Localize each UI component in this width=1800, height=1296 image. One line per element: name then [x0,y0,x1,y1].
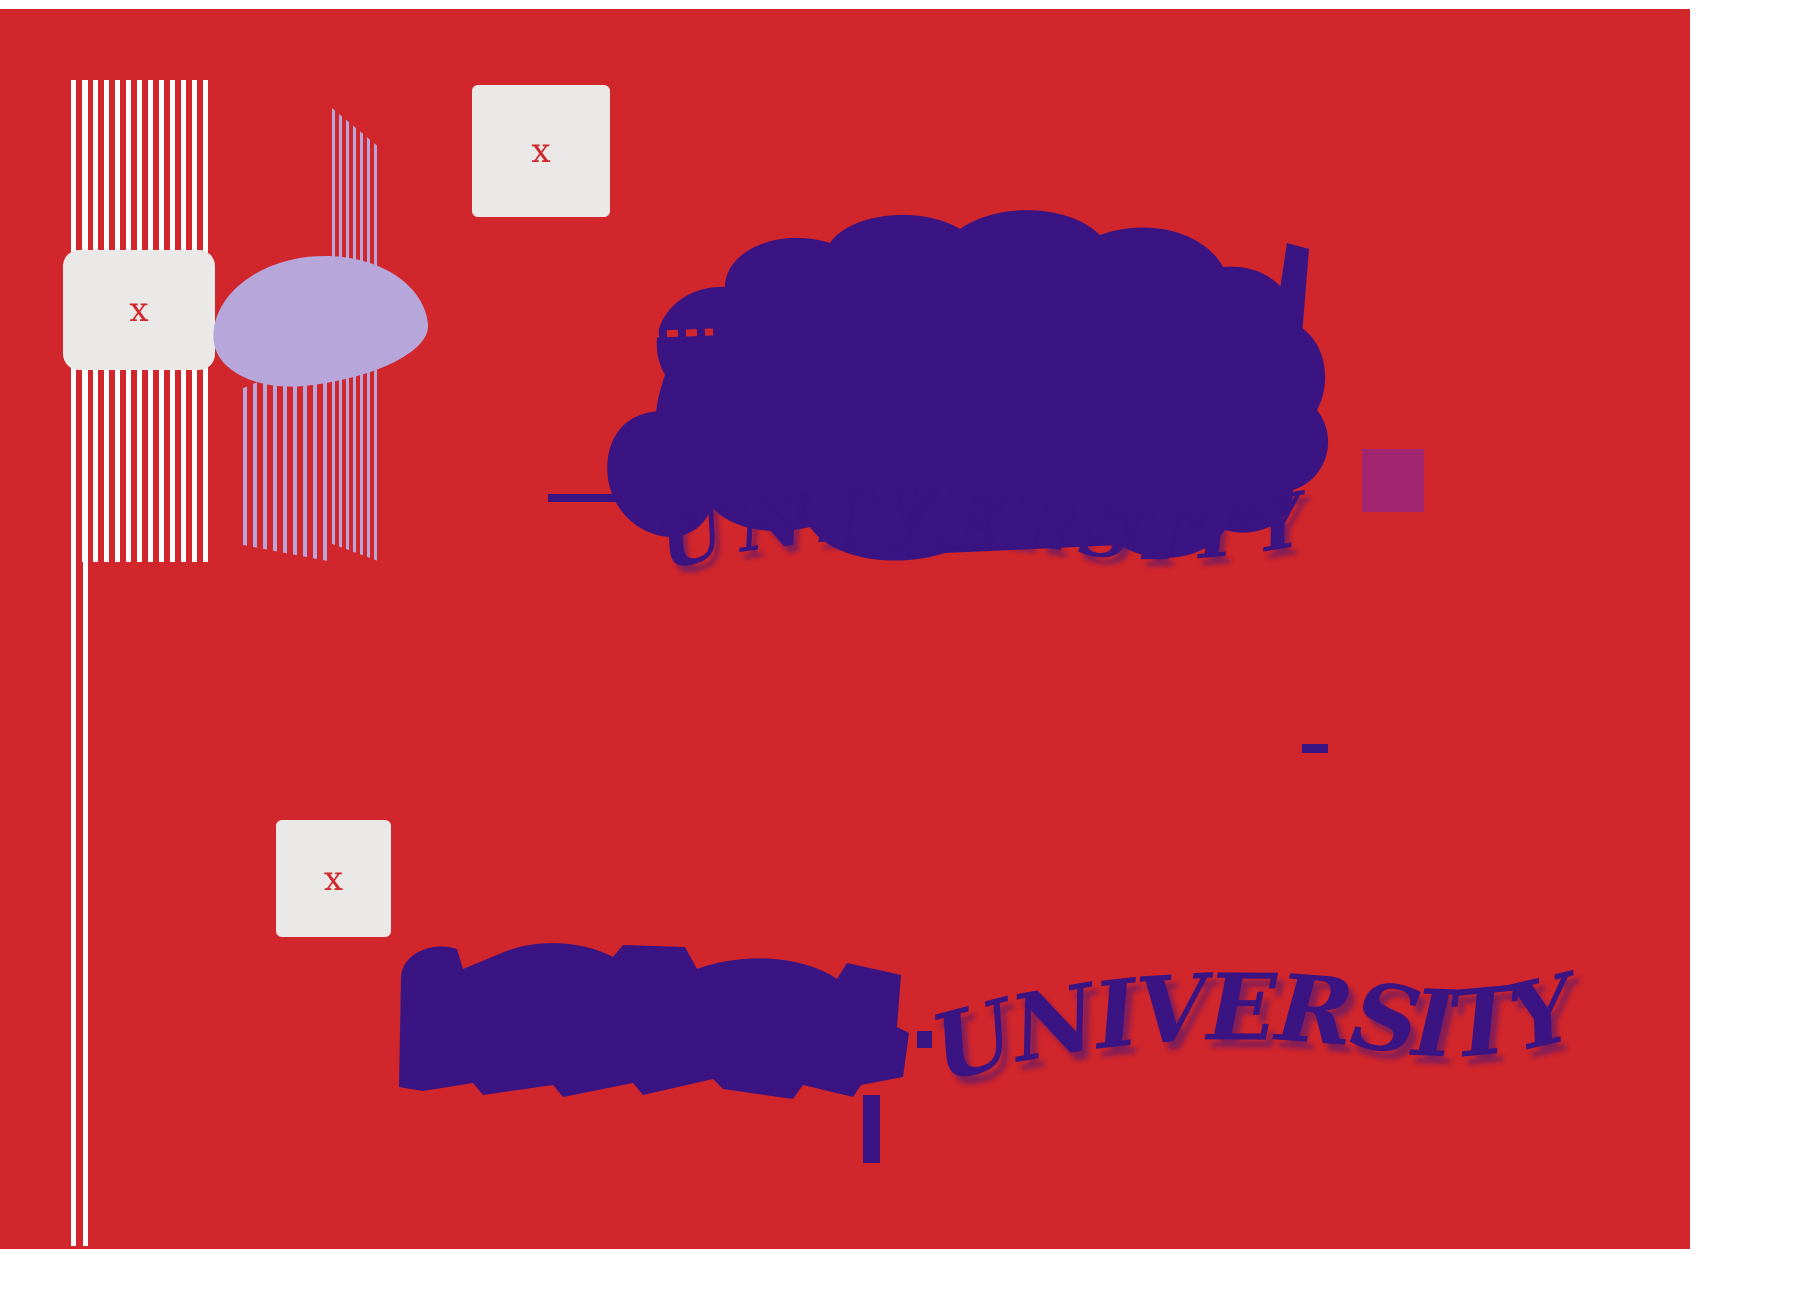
distorted-wordmark-top: UNIVERSITY UNIVERSITY [607,210,1329,594]
broken-image-x-glyph: x [129,290,149,330]
distorted-wordmark-bottom: UNIVERSITY UNIVERSITY [399,943,1597,1163]
broken-image-x-glyph: x [531,131,551,171]
broken-image-placeholder-top: x [472,85,610,217]
wordmark-bottom-blob [399,943,909,1099]
small-purple-dash [1302,744,1328,753]
wordmark-bottom-dot [917,1031,932,1048]
broken-image-x-glyph: x [323,858,344,899]
wordmark-bottom-bar [863,1095,880,1163]
wordmark-top-lobe [607,410,724,537]
magenta-square-decoration [1362,449,1424,512]
red-dashes-top-row [699,215,784,227]
wordmark-top-spike [1273,243,1309,347]
dash-before-university-top [548,494,626,502]
broken-image-placeholder-left: x [63,250,215,370]
broken-image-placeholder-bottom: x [276,820,391,937]
wordmark-top-blob [655,210,1329,561]
red-dashes-mid-row [628,328,714,339]
